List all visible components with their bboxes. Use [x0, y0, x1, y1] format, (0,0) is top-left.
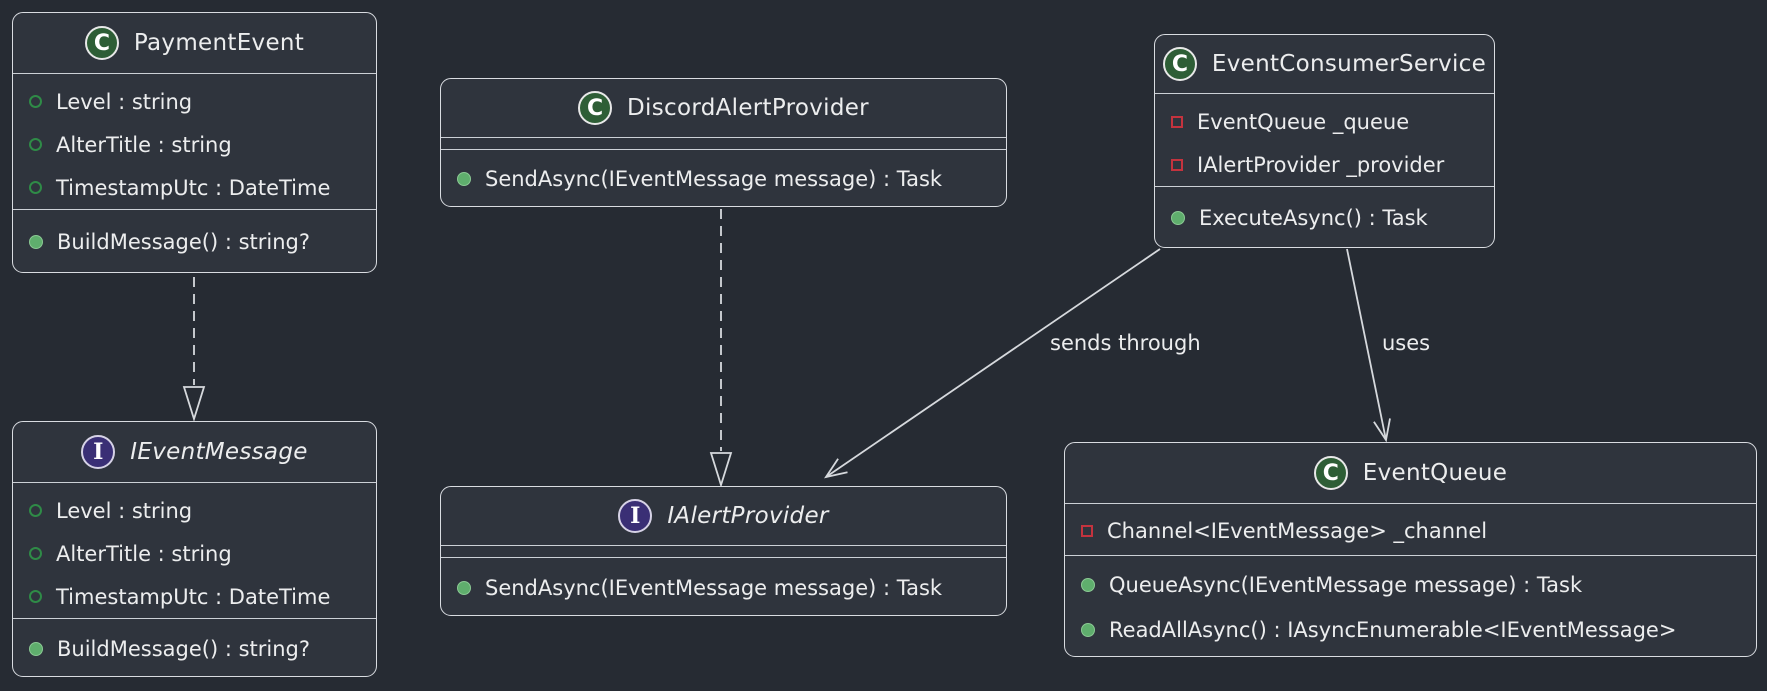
fields-section: Level : string AlterTitle : string Times… [13, 482, 376, 618]
method-text: BuildMessage() : string? [57, 636, 310, 661]
interface-header: I IAlertProvider [441, 487, 1006, 545]
interface-icon: I [618, 499, 653, 533]
class-title: PaymentEvent [133, 30, 305, 56]
class-header: C EventConsumerService [1155, 35, 1494, 93]
public-field-icon [29, 138, 42, 151]
field-text: Channel<IEventMessage> _channel [1107, 519, 1488, 543]
class-icon: C [1313, 456, 1348, 490]
class-box-payment-event: C PaymentEvent Level : string AlterTitle… [12, 12, 377, 273]
fields-section: EventQueue _queue IAlertProvider _provid… [1155, 93, 1494, 186]
field-row: TimestampUtc : DateTime [13, 575, 376, 618]
class-icon: C [578, 91, 613, 125]
method-row: BuildMessage() : string? [13, 627, 376, 670]
interface-title: IAlertProvider [667, 503, 829, 529]
methods-section: BuildMessage() : string? [13, 618, 376, 676]
class-box-event-consumer-service: C EventConsumerService EventQueue _queue… [1154, 34, 1495, 248]
class-header: C EventQueue [1065, 443, 1756, 503]
class-box-ialert-provider: I IAlertProvider SendAsync(IEventMessage… [440, 486, 1007, 616]
class-icon: C [1162, 47, 1197, 81]
interface-header: I IEventMessage [13, 422, 376, 482]
field-text: EventQueue _queue [1197, 109, 1410, 134]
methods-section: SendAsync(IEventMessage message) : Task [441, 557, 1006, 615]
method-row: ReadAllAsync() : IAsyncEnumerable<IEvent… [1065, 607, 1756, 652]
public-field-icon [29, 504, 42, 517]
field-text: AlterTitle : string [56, 541, 232, 566]
edge-label-sends-through: sends through [1050, 331, 1201, 355]
field-row: Level : string [13, 80, 376, 123]
field-text: TimestampUtc : DateTime [56, 175, 331, 200]
fields-section-empty [441, 137, 1006, 149]
method-row: SendAsync(IEventMessage message) : Task [441, 566, 1006, 609]
field-row: Channel<IEventMessage> _channel [1065, 507, 1756, 555]
methods-section: ExecuteAsync() : Task [1155, 186, 1494, 247]
realization-arrow-discordalertprovider-ialertprovider [709, 209, 733, 489]
field-text: Level : string [56, 89, 193, 114]
method-text: QueueAsync(IEventMessage message) : Task [1109, 572, 1583, 597]
public-field-icon [29, 95, 42, 108]
class-box-discord-alert-provider: C DiscordAlertProvider SendAsync(IEventM… [440, 78, 1007, 207]
class-title: EventConsumerService [1211, 51, 1487, 77]
public-method-icon [457, 172, 471, 186]
interface-title: IEventMessage [130, 439, 308, 465]
field-row: EventQueue _queue [1155, 100, 1494, 143]
fields-section-empty [441, 545, 1006, 557]
class-header: C DiscordAlertProvider [441, 79, 1006, 137]
class-header: C PaymentEvent [13, 13, 376, 73]
public-method-icon [29, 235, 43, 249]
realization-arrow-paymentevent-ieventmessage [182, 277, 206, 423]
public-method-icon [29, 641, 43, 656]
private-field-icon [1171, 115, 1183, 128]
fields-section: Channel<IEventMessage> _channel [1065, 503, 1756, 555]
field-row: TimestampUtc : DateTime [13, 166, 376, 209]
method-row: BuildMessage() : string? [13, 221, 376, 264]
edge-label-uses: uses [1382, 331, 1431, 355]
class-icon: C [84, 26, 119, 60]
class-box-event-queue: C EventQueue Channel<IEventMessage> _cha… [1064, 442, 1757, 657]
interface-icon: I [81, 435, 116, 469]
methods-section: QueueAsync(IEventMessage message) : Task… [1065, 555, 1756, 656]
method-text: BuildMessage() : string? [57, 230, 310, 254]
methods-section: BuildMessage() : string? [13, 209, 376, 272]
public-method-icon [1081, 622, 1095, 637]
method-text: SendAsync(IEventMessage message) : Task [485, 167, 943, 191]
class-title: EventQueue [1362, 460, 1508, 486]
field-text: IAlertProvider _provider [1197, 152, 1445, 177]
field-row: IAlertProvider _provider [1155, 143, 1494, 186]
class-box-ievent-message: I IEventMessage Level : string AlterTitl… [12, 421, 377, 677]
class-title: DiscordAlertProvider [627, 95, 869, 121]
field-text: AlterTitle : string [56, 132, 232, 157]
method-text: ExecuteAsync() : Task [1199, 206, 1428, 230]
field-text: Level : string [56, 498, 193, 523]
method-row: SendAsync(IEventMessage message) : Task [441, 158, 1006, 201]
fields-section: Level : string AlterTitle : string Times… [13, 73, 376, 209]
method-row: ExecuteAsync() : Task [1155, 197, 1494, 240]
public-method-icon [457, 580, 471, 595]
field-row: AlterTitle : string [13, 532, 376, 575]
method-text: ReadAllAsync() : IAsyncEnumerable<IEvent… [1109, 617, 1677, 642]
private-field-icon [1171, 158, 1183, 171]
field-row: AlterTitle : string [13, 123, 376, 166]
public-field-icon [29, 547, 42, 560]
public-field-icon [29, 181, 42, 194]
private-field-icon [1081, 525, 1093, 537]
methods-section: SendAsync(IEventMessage message) : Task [441, 149, 1006, 206]
public-field-icon [29, 590, 42, 603]
field-text: TimestampUtc : DateTime [56, 584, 331, 609]
public-method-icon [1081, 577, 1095, 592]
method-text: SendAsync(IEventMessage message) : Task [485, 575, 943, 600]
public-method-icon [1171, 211, 1185, 225]
method-row: QueueAsync(IEventMessage message) : Task [1065, 562, 1756, 607]
field-row: Level : string [13, 489, 376, 532]
